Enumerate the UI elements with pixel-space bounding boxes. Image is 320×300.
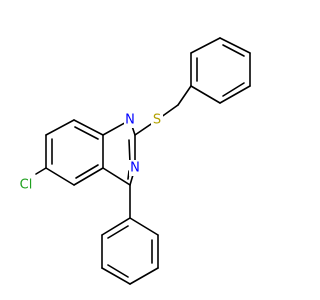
bonds <box>35 37 251 285</box>
sulfur-label: S <box>153 113 161 128</box>
bond <box>35 167 47 175</box>
bond <box>45 119 75 136</box>
nitrogen-label: N <box>130 161 140 176</box>
bond <box>219 85 251 104</box>
bond <box>101 267 131 285</box>
bond <box>73 167 104 186</box>
atom-n1: N <box>124 112 136 128</box>
double-bond-inner <box>222 44 245 57</box>
double-bond-inner <box>74 126 99 140</box>
double-bond-inner <box>128 139 131 164</box>
double-bond-inner <box>75 164 99 179</box>
atom-s: S <box>151 112 163 128</box>
bond <box>45 167 75 186</box>
atom-labels: N N S Cl <box>16 112 163 193</box>
atom-cl: Cl <box>16 177 36 193</box>
molecule-structure: N N S Cl <box>16 37 251 285</box>
nitrogen-label: N <box>125 113 135 128</box>
bond <box>129 217 159 236</box>
double-bond-inner <box>107 264 129 278</box>
bond <box>177 85 192 106</box>
atom-n3: N <box>129 160 141 176</box>
double-bond-inner <box>107 225 129 239</box>
double-bond-inner <box>127 170 130 180</box>
bond <box>101 217 131 236</box>
chlorine-label: Cl <box>20 178 33 193</box>
bond <box>219 37 251 54</box>
bond <box>190 85 221 104</box>
bond <box>73 119 104 136</box>
bond <box>129 267 159 285</box>
double-bond-inner <box>222 82 245 97</box>
bond <box>190 37 221 54</box>
bond <box>102 167 131 186</box>
